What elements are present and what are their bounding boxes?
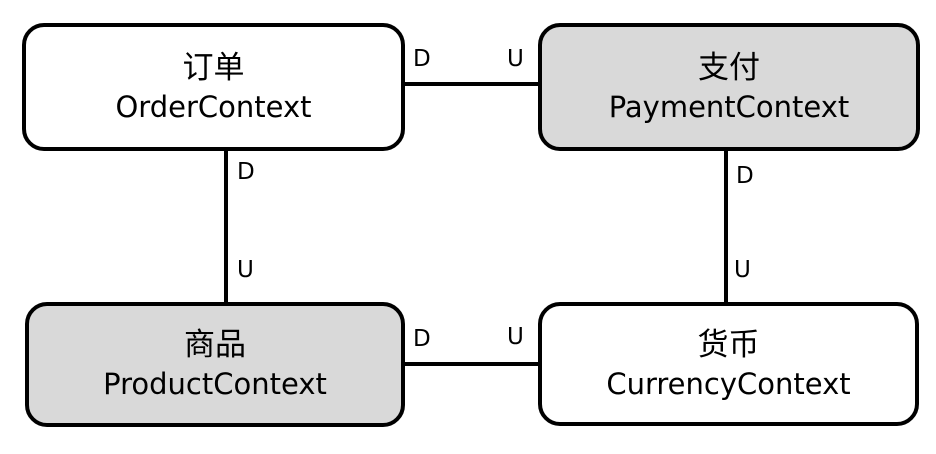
node-title-en: OrderContext bbox=[115, 89, 312, 124]
node-currency-context: 货币 CurrencyContext bbox=[538, 302, 919, 426]
node-title-zh: 货币 bbox=[697, 326, 760, 363]
edge-label-payment-upstream: U bbox=[507, 46, 524, 72]
node-title-zh: 订单 bbox=[182, 49, 245, 86]
node-title-en: ProductContext bbox=[103, 367, 327, 401]
edge-label-currency-upstream-horizontal: U bbox=[507, 324, 524, 350]
edge-order-product bbox=[224, 151, 228, 302]
edge-payment-currency bbox=[724, 151, 728, 302]
edge-label-payment-downstream: D bbox=[736, 163, 754, 189]
node-product-context: 商品 ProductContext bbox=[25, 302, 405, 427]
node-title-en: PaymentContext bbox=[608, 89, 850, 124]
node-order-context: 订单 OrderContext bbox=[22, 23, 405, 151]
edge-product-currency bbox=[405, 362, 538, 366]
node-title-zh: 支付 bbox=[698, 49, 760, 86]
edge-label-order-downstream-vertical: D bbox=[237, 159, 255, 185]
edge-label-product-downstream: D bbox=[413, 326, 431, 352]
node-title-en: CurrencyContext bbox=[606, 366, 851, 401]
edge-label-product-upstream: U bbox=[237, 257, 254, 283]
node-title-zh: 商品 bbox=[184, 327, 246, 363]
node-payment-context: 支付 PaymentContext bbox=[538, 23, 920, 151]
edge-label-order-downstream: D bbox=[413, 46, 431, 72]
edge-label-currency-upstream: U bbox=[734, 257, 751, 283]
edge-order-payment bbox=[405, 82, 538, 86]
